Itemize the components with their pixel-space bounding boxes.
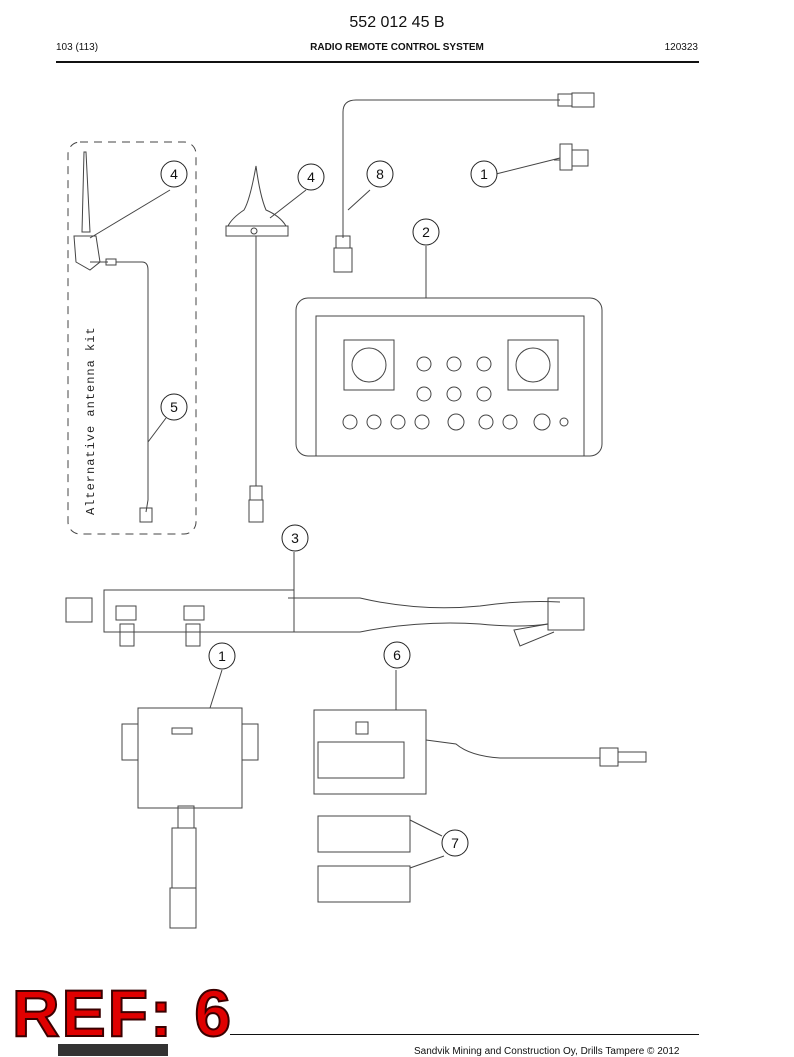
harness-belt-part	[65, 589, 585, 647]
ref-stamp: REF: 6	[11, 976, 234, 1050]
leader-1b	[209, 669, 223, 709]
antenna-kit-frame	[67, 141, 197, 535]
leader-4a	[89, 189, 171, 239]
remote-transmitter-part	[295, 297, 603, 457]
document-number: 552 012 45 B	[349, 14, 445, 31]
callout-1-receiver: 1	[218, 648, 226, 664]
battery-part-2	[317, 865, 411, 903]
footer-rule	[230, 1034, 699, 1035]
page-number: 103 (113)	[56, 42, 99, 53]
callout-6: 6	[393, 647, 401, 663]
leader-5	[147, 417, 167, 443]
antenna-cable-connector	[139, 507, 153, 523]
callout-5: 5	[170, 399, 178, 415]
radio-receiver-part	[121, 707, 259, 929]
magnetic-antenna-part	[225, 165, 289, 523]
callout-2: 2	[422, 224, 430, 240]
footer-copyright: Sandvik Mining and Construction Oy, Dril…	[414, 1046, 680, 1057]
page-title: RADIO REMOTE CONTROL SYSTEM	[310, 42, 484, 53]
connector-cable-part	[333, 92, 595, 273]
battery-part-1	[317, 815, 411, 853]
callout-1-adapter: 1	[480, 166, 488, 182]
leader-7b	[409, 855, 445, 869]
leader-1a	[495, 157, 561, 175]
connector-adapter-part	[554, 143, 589, 171]
whip-antenna-part	[73, 151, 117, 271]
document-date: 120323	[664, 42, 698, 53]
leader-8	[347, 189, 371, 211]
callout-8: 8	[376, 166, 384, 182]
leader-7a	[409, 819, 443, 837]
antenna-kit-label: Alternative antenna kit	[84, 326, 98, 515]
battery-charger-part	[313, 709, 647, 795]
callout-7: 7	[451, 835, 459, 851]
callout-3: 3	[291, 530, 299, 546]
antenna-cable-part	[116, 261, 149, 513]
company-logo	[58, 1044, 168, 1056]
callout-4-whip: 4	[170, 166, 178, 182]
leader-4b	[269, 189, 307, 219]
callout-4-magnetic: 4	[307, 169, 315, 185]
header-rule	[56, 61, 699, 63]
